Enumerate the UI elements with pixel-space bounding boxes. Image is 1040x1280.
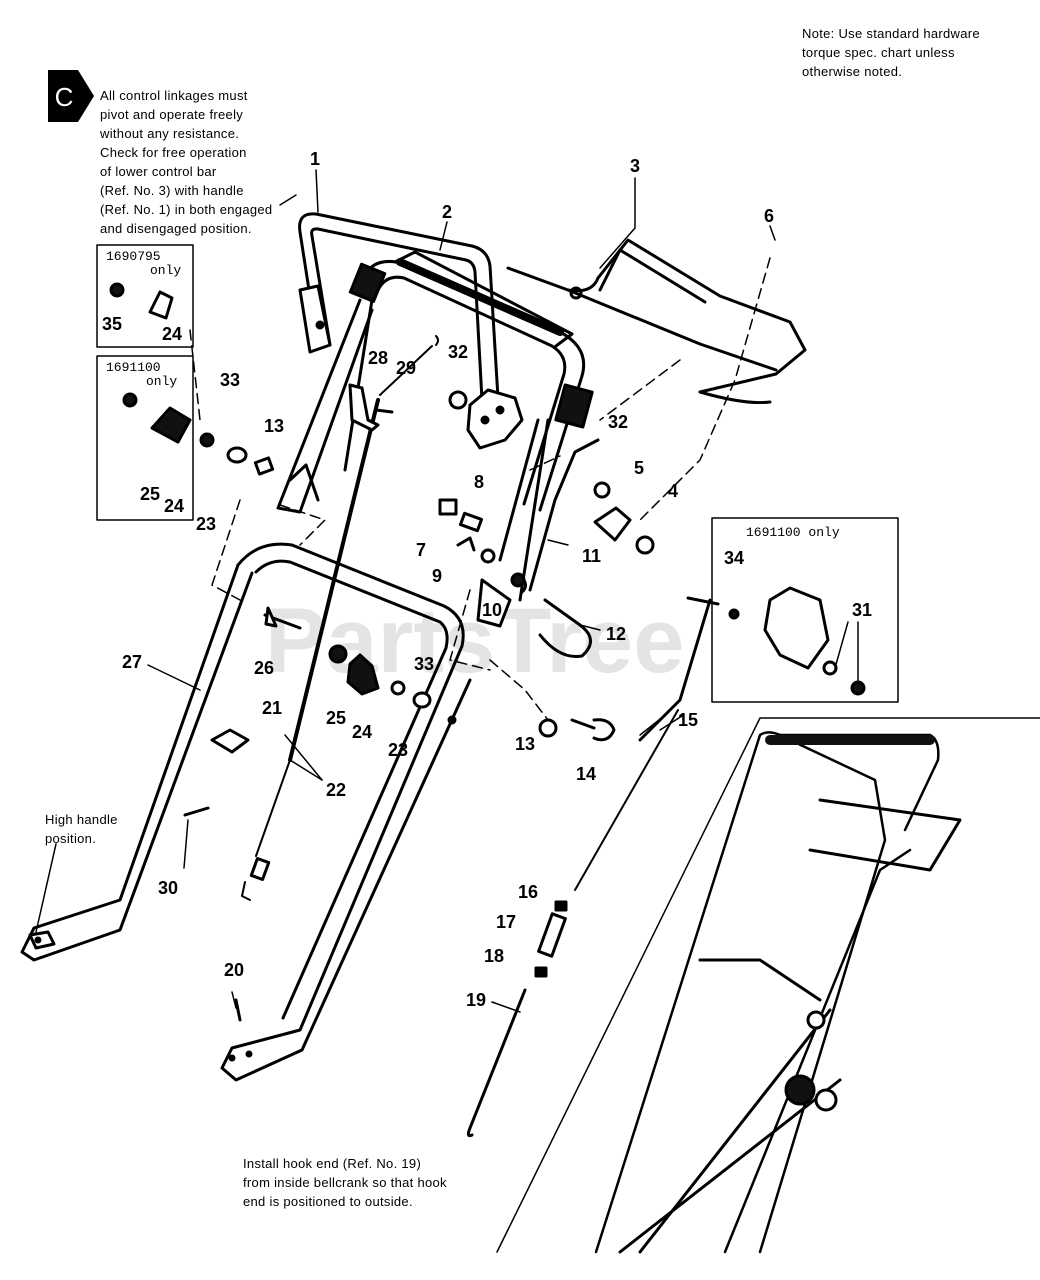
left-hardware (183, 432, 432, 1022)
callout-22: 22 (326, 780, 346, 800)
inset-box-a (96, 244, 194, 348)
linkage-note: All control linkages must pivot and oper… (100, 88, 273, 236)
callout-28: 28 (368, 348, 388, 368)
pivot-bracket-hardware (438, 498, 527, 628)
routing-dash-lines (189, 257, 771, 721)
callout-13-upper: 13 (264, 416, 284, 436)
callout-35: 35 (102, 314, 122, 334)
callout-26: 26 (254, 658, 274, 678)
callout-29: 29 (396, 358, 416, 378)
callout-7: 7 (416, 540, 426, 560)
callout-3: 3 (630, 156, 640, 176)
callout-13-lower: 13 (515, 734, 535, 754)
callout-18: 18 (484, 946, 504, 966)
callout-8: 8 (474, 472, 484, 492)
lower-pivot-hardware (538, 718, 616, 742)
callout-14: 14 (576, 764, 596, 784)
right-bracket-hardware (448, 390, 655, 555)
grip-handle-part (343, 250, 594, 602)
callout-labels: 1 2 3 4 5 6 7 8 9 10 11 12 13 13 14 15 1… (102, 149, 872, 1010)
linkage-rod-assembly (466, 596, 720, 1138)
inset-box-c (711, 517, 899, 703)
callout-24-box-b: 24 (164, 496, 184, 516)
handle-bracket (466, 388, 524, 450)
callout-16: 16 (518, 882, 538, 902)
callout-12: 12 (606, 624, 626, 644)
box-b-model: 1691100 (106, 360, 161, 375)
callout-10: 10 (482, 600, 502, 620)
callout-1: 1 (310, 149, 320, 169)
upper-handle-part (276, 212, 507, 514)
inset-box-labels: 1690795 only 1691100 only 1691100 only (106, 249, 840, 540)
box-a-model: 1690795 (106, 249, 161, 264)
cable-bracket-hardware (348, 383, 394, 432)
callout-5: 5 (634, 458, 644, 478)
callout-21: 21 (262, 698, 282, 718)
callout-25-box-b: 25 (140, 484, 160, 504)
callout-6: 6 (764, 206, 774, 226)
lower-control-bar (506, 238, 807, 405)
lower-handle-part (20, 542, 472, 1082)
callout-34: 34 (724, 548, 744, 568)
callout-33-left: 33 (220, 370, 240, 390)
callout-23-center: 23 (388, 740, 408, 760)
callout-23-left: 23 (196, 514, 216, 534)
callout-20: 20 (224, 960, 244, 980)
callout-11: 11 (582, 546, 601, 566)
callout-15: 15 (678, 710, 698, 730)
leader-lines (35, 169, 859, 1013)
callout-24-box-a: 24 (162, 324, 182, 344)
control-cable (241, 335, 439, 901)
box-b-suffix: only (146, 374, 177, 389)
callout-24-center: 24 (352, 722, 372, 742)
callout-30: 30 (158, 878, 178, 898)
mower-perspective-inset (496, 717, 1040, 1254)
box-c-label: 1691100 only (746, 525, 840, 540)
hook-note: Install hook end (Ref. No. 19) from insi… (243, 1156, 447, 1209)
watermark: PartsTree (265, 590, 684, 692)
high-handle-note: High handle position. (45, 812, 118, 846)
torque-note: Note: Use standard hardware torque spec.… (802, 26, 980, 79)
inset-box-b (96, 355, 194, 521)
bellcrank-rod (528, 438, 600, 659)
callout-19: 19 (466, 990, 486, 1010)
callout-33-center: 33 (414, 654, 434, 674)
section-badge-letter: C (55, 82, 74, 112)
callout-17: 17 (496, 912, 516, 932)
callout-2: 2 (442, 202, 452, 222)
callout-32-upper: 32 (448, 342, 468, 362)
box-a-suffix: only (150, 263, 181, 278)
callout-25-center: 25 (326, 708, 346, 728)
callout-4: 4 (668, 481, 678, 501)
callout-9: 9 (432, 566, 442, 586)
section-badge: C (48, 70, 94, 122)
callout-27: 27 (122, 652, 142, 672)
callout-32-right: 32 (608, 412, 628, 432)
callout-31: 31 (852, 600, 872, 620)
